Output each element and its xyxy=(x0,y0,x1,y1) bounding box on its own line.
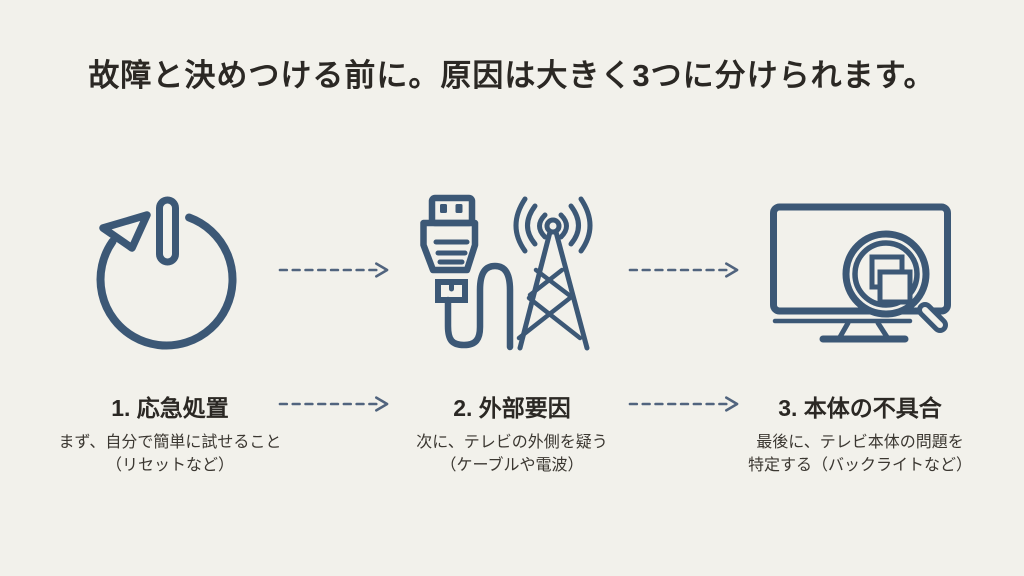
step-2-desc-line2: （ケーブルや電波） xyxy=(440,457,584,474)
step-1-description: まず、自分で簡単に試せること （リセットなど） xyxy=(20,431,320,477)
power-reset-icon xyxy=(96,196,237,350)
step-3-desc-line2: 特定する（バックライトなど） xyxy=(747,457,972,474)
dashed-arrow-icon xyxy=(278,262,389,278)
step-1-label: 1. 応急処置 xyxy=(111,395,229,421)
step-2-desc-line1: 次に、テレビの外側を疑う xyxy=(416,434,608,451)
dashed-arrow-icon xyxy=(278,396,389,412)
step-2-label: 2. 外部要因 xyxy=(453,395,571,421)
step-2-description: 次に、テレビの外側を疑う （ケーブルや電波） xyxy=(362,431,662,477)
dashed-arrow-icon xyxy=(628,262,739,278)
step-3-description: 最後に、テレビ本体の問題を 特定する（バックライトなど） xyxy=(706,431,1014,477)
step-1-desc-line2: （リセットなど） xyxy=(105,457,234,474)
step-1-desc-line1: まず、自分で簡単に試せること xyxy=(58,434,282,451)
tv-magnifier-icon xyxy=(770,203,951,343)
step-3-label: 3. 本体の不具合 xyxy=(778,395,942,421)
dashed-arrow-icon xyxy=(628,396,739,412)
step-3-desc-line1: 最後に、テレビ本体の問題を xyxy=(756,434,964,451)
cable-antenna-icon xyxy=(420,194,593,351)
slide-title: 故障と決めつける前に。原因は大きく3つに分けられます。 xyxy=(88,58,936,93)
